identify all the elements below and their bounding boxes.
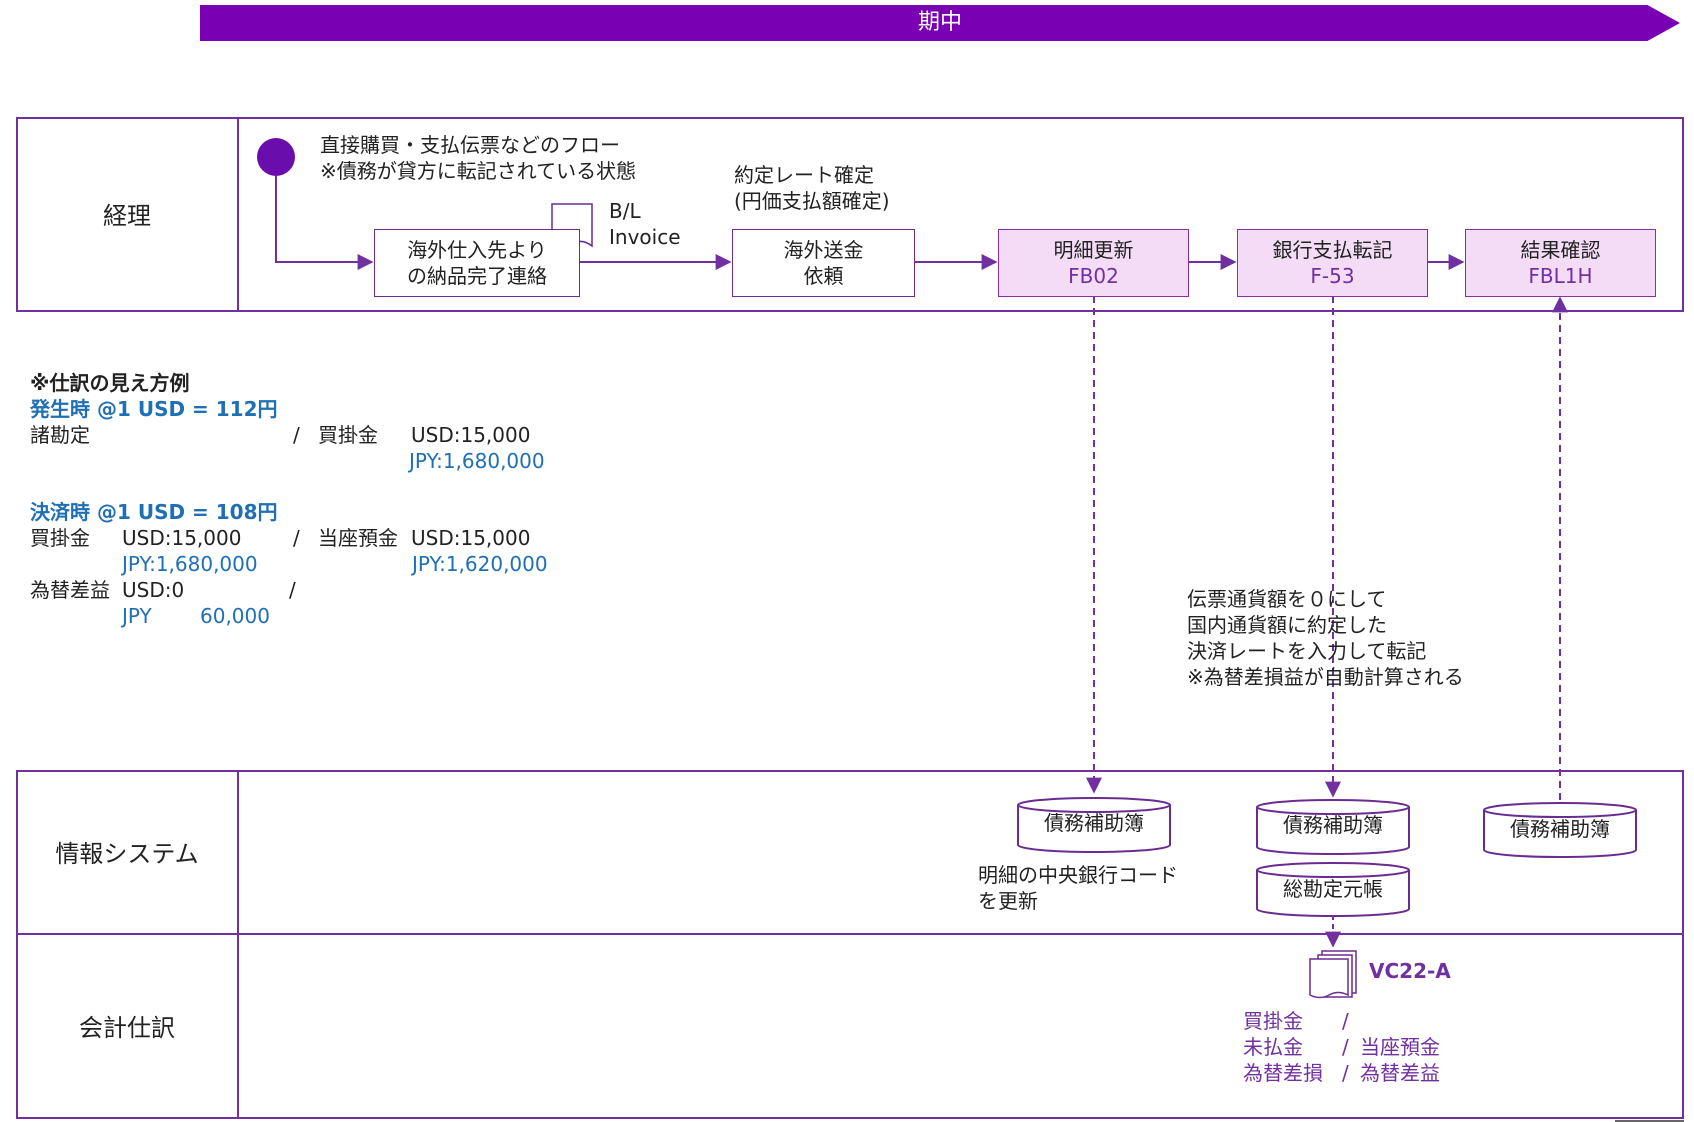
occur-credit-usd: USD:15,000 — [411, 423, 531, 447]
db4-label: 債務補助簿 — [1510, 817, 1610, 841]
db3-label: 総勘定元帳 — [1283, 877, 1383, 901]
lane-journal-label: 会計仕訳 — [79, 1014, 175, 1042]
box-fb02[interactable]: 明細更新 FB02 — [998, 229, 1189, 297]
box-overseas-remittance-line1: 海外送金 — [783, 238, 864, 262]
settle-credit-account: 当座預金 — [318, 526, 398, 550]
occur-credit-jpy: JPY:1,680,000 — [409, 449, 545, 473]
out-row3-credit: 為替差益 — [1360, 1061, 1440, 1085]
box-f53-label: 銀行支払転記 — [1272, 238, 1393, 262]
out-row2-slash: / — [1342, 1035, 1349, 1059]
box-f53[interactable]: 銀行支払転記 F-53 — [1237, 229, 1428, 297]
rate-note: 約定レート確定 (円価支払額確定) — [734, 162, 890, 214]
occur-slash: / — [293, 423, 300, 447]
box-supplier-delivery-line2: の納品完了連絡 — [407, 264, 547, 288]
settle-slash: / — [293, 526, 300, 550]
f53-note-line4: ※為替差損益が自動計算される — [1187, 665, 1464, 689]
box-fbl1h[interactable]: 結果確認 FBL1H — [1465, 229, 1656, 297]
db1-cylinder — [1017, 797, 1171, 853]
fx-jpy-value: 60,000 — [200, 604, 270, 628]
f53-note-line1: 伝票通貨額を０にして — [1187, 587, 1387, 611]
invoice-label: Invoice — [609, 225, 681, 249]
box-overseas-remittance-line2: 依頼 — [803, 264, 844, 288]
start-note-line2: ※債務が貸方に転記されている状態 — [320, 159, 637, 183]
box-supplier-delivery[interactable]: 海外仕入先より の納品完了連絡 — [374, 229, 580, 297]
report-vc22a: VC22-A — [1369, 959, 1451, 983]
fx-account: 為替差益 — [30, 578, 110, 602]
db1-note-line2: を更新 — [978, 889, 1038, 913]
arrow-start-to-box1 — [275, 176, 374, 270]
example-title: ※仕訳の見え方例 — [30, 371, 190, 395]
lane-accounting-divider — [237, 117, 239, 312]
fx-slash: / — [289, 578, 296, 602]
out-row2-debit: 未払金 — [1243, 1035, 1303, 1059]
out-row1-debit: 買掛金 — [1243, 1009, 1303, 1033]
box-f53-code: F-53 — [1310, 264, 1355, 288]
bl-label: B/L — [609, 199, 641, 223]
report-documents-icon — [1309, 950, 1357, 999]
fx-jpy-label: JPY — [122, 604, 152, 628]
fx-usd: USD:0 — [122, 578, 185, 602]
f53-note: 伝票通貨額を０にして 国内通貨額に約定した 決済レートを入力して転記 ※為替差損… — [1187, 586, 1464, 690]
rate-note-line2: (円価支払額確定) — [734, 189, 890, 213]
occur-heading: 発生時 @1 USD = 112円 — [30, 397, 278, 421]
lane-accounting — [16, 117, 1684, 312]
out-row3-debit: 為替差損 — [1243, 1061, 1323, 1085]
settle-debit-jpy: JPY:1,680,000 — [122, 552, 258, 576]
out-row3-slash: / — [1342, 1061, 1349, 1085]
db1-note: 明細の中央銀行コード を更新 — [978, 862, 1178, 914]
lane-system-divider — [237, 770, 239, 1119]
f53-note-line3: 決済レートを入力して転記 — [1187, 639, 1427, 663]
box-fb02-label: 明細更新 — [1053, 238, 1134, 262]
db3-cylinder — [1256, 862, 1410, 917]
settle-heading: 決済時 @1 USD = 108円 — [30, 500, 278, 524]
bl-invoice-label: B/L Invoice — [609, 198, 681, 250]
out-row1-slash: / — [1342, 1009, 1349, 1033]
occur-credit-account: 買掛金 — [318, 423, 378, 447]
out-row2-credit: 当座預金 — [1360, 1035, 1440, 1059]
db2-cylinder — [1256, 799, 1410, 855]
box-fbl1h-code: FBL1H — [1528, 264, 1593, 288]
lane-journal — [16, 933, 1684, 1119]
db1-note-line1: 明細の中央銀行コード — [978, 863, 1178, 887]
occur-debit: 諸勘定 — [30, 423, 90, 447]
box-fb02-code: FB02 — [1068, 264, 1119, 288]
lane-accounting-label: 経理 — [103, 202, 151, 230]
settle-credit-jpy: JPY:1,620,000 — [412, 552, 548, 576]
period-banner-label: 期中 — [917, 10, 962, 35]
start-node — [257, 138, 295, 176]
period-banner — [200, 5, 1680, 41]
rate-note-line1: 約定レート確定 — [734, 163, 874, 187]
settle-credit-usd: USD:15,000 — [411, 526, 531, 550]
box-fbl1h-label: 結果確認 — [1520, 238, 1601, 262]
settle-debit-account: 買掛金 — [30, 526, 90, 550]
box-overseas-remittance[interactable]: 海外送金 依頼 — [732, 229, 915, 297]
start-note: 直接購買・支払伝票などのフロー ※債務が貸方に転記されている状態 — [320, 132, 636, 184]
settle-debit-usd: USD:15,000 — [122, 526, 242, 550]
box-supplier-delivery-line1: 海外仕入先より — [407, 238, 547, 262]
f53-note-line2: 国内通貨額に約定した — [1187, 613, 1387, 637]
db4-cylinder — [1483, 802, 1637, 858]
start-note-line1: 直接購買・支払伝票などのフロー — [320, 133, 620, 157]
db2-label: 債務補助簿 — [1283, 813, 1383, 837]
db1-label: 債務補助簿 — [1044, 811, 1144, 835]
lane-info-system-label: 情報システム — [55, 840, 199, 868]
